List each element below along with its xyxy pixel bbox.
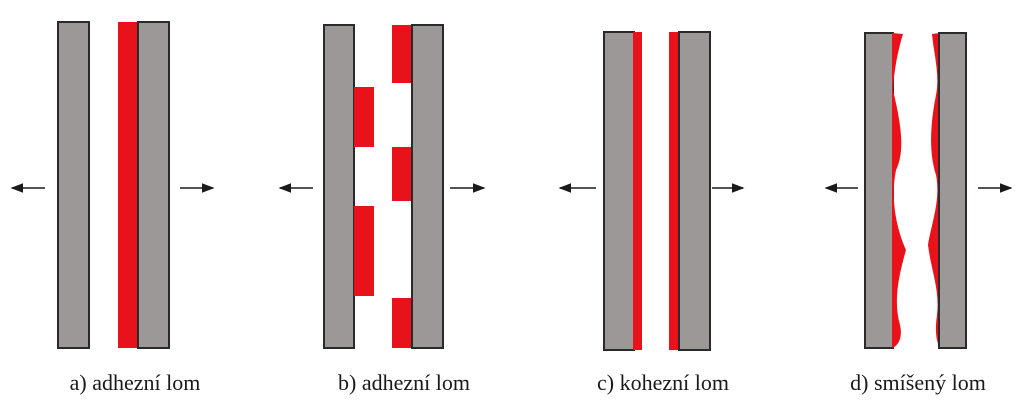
caption-b: b) adhezní lom (338, 370, 470, 395)
caption-d: d) smíšený lom (850, 370, 986, 395)
adhesive-patch (354, 87, 374, 147)
adhesive-layer (118, 22, 139, 348)
adhesive-patch (354, 206, 374, 296)
right-adherend (137, 21, 170, 349)
caption-c: c) kohezní lom (597, 370, 729, 395)
panel-a (10, 21, 215, 349)
left-adherend (57, 21, 90, 349)
right-adherend (678, 31, 711, 351)
adhesive-patch (392, 147, 413, 201)
adhesive-patch (392, 25, 413, 83)
adhesive-layer (669, 32, 680, 350)
adhesive-layer (633, 32, 642, 350)
panel-c (558, 31, 745, 351)
panel-b (278, 24, 486, 349)
adhesive-patch (392, 298, 413, 348)
left-adherend (323, 24, 355, 349)
caption-a: a) adhezní lom (69, 370, 201, 395)
panel-d (824, 32, 1013, 349)
left-adherend (603, 31, 635, 351)
right-adherend (411, 24, 444, 349)
adhesive-residue-left (892, 33, 906, 348)
left-adherend (864, 32, 894, 349)
right-adherend (938, 32, 967, 349)
adhesive-residue-right (928, 33, 940, 348)
